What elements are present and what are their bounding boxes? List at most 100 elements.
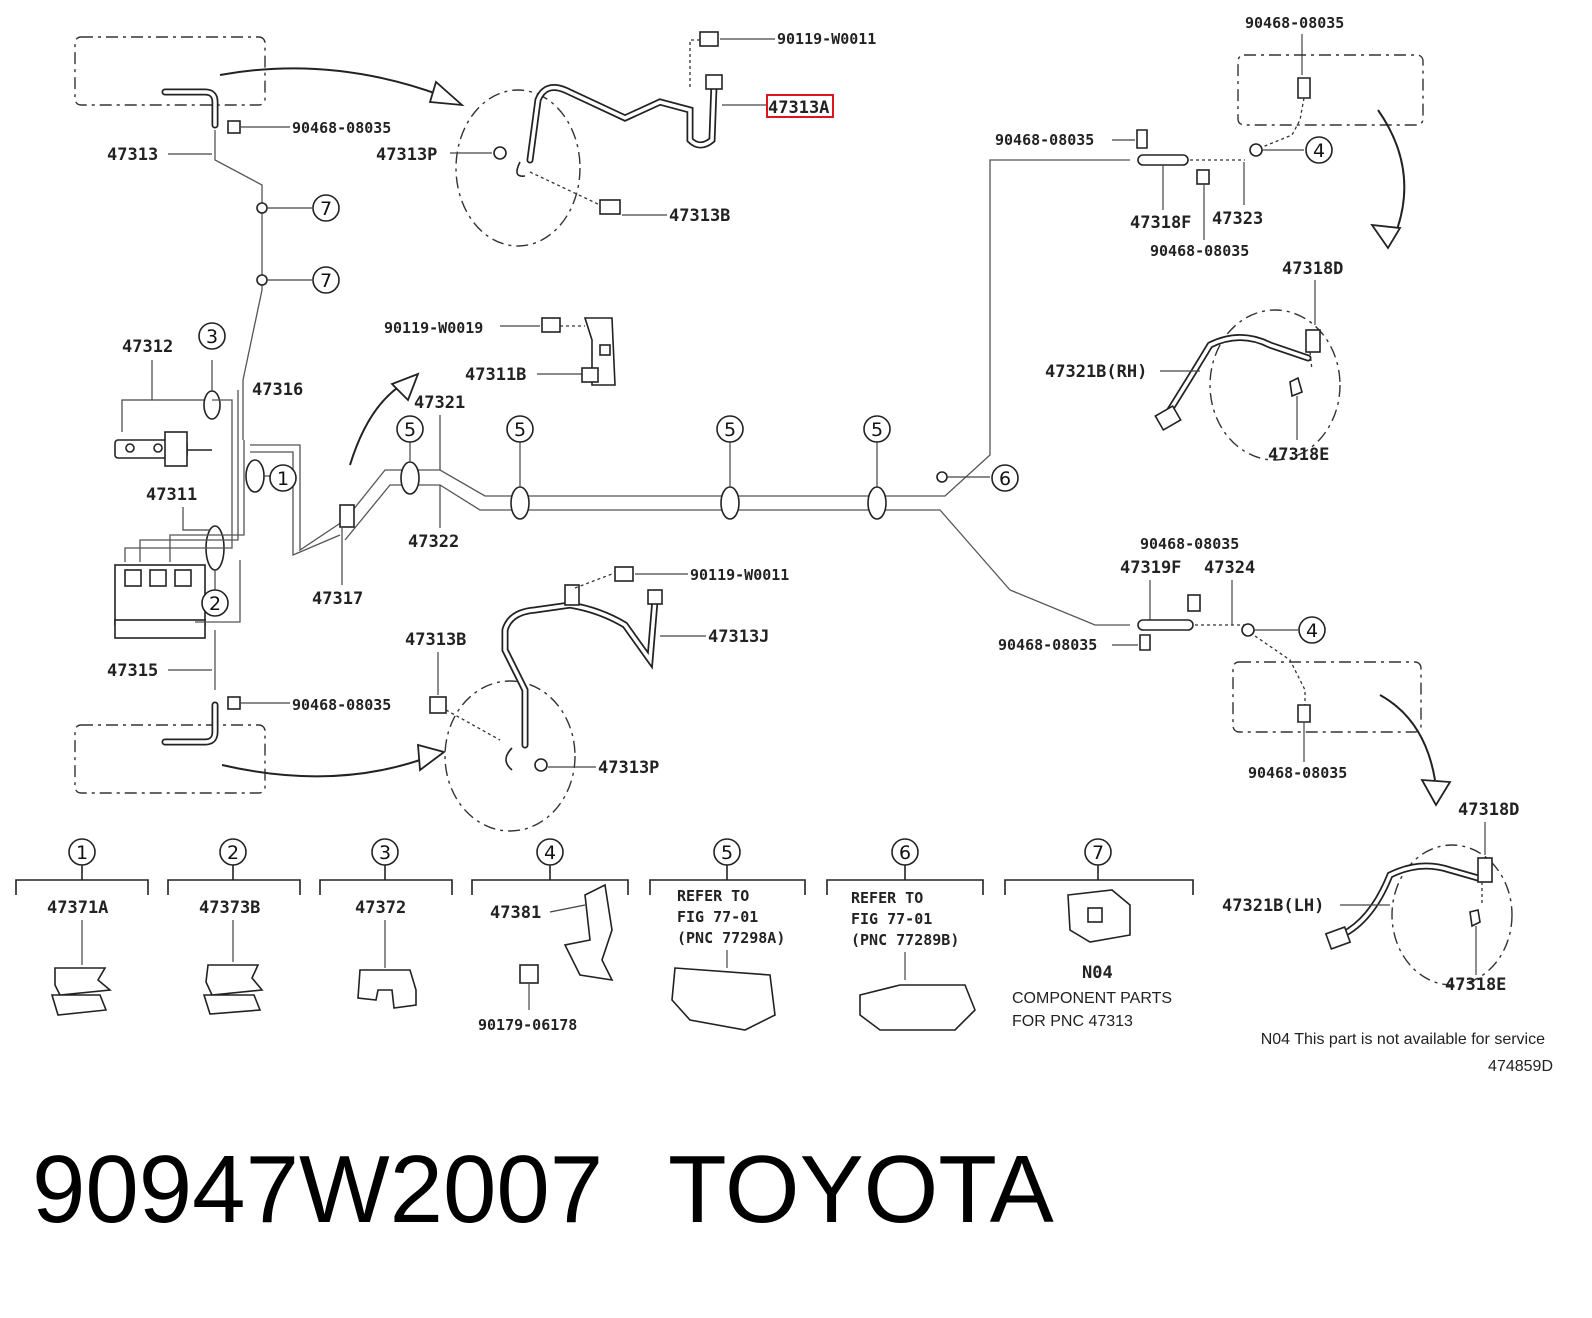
clip-icon [1139,634,1151,651]
svg-text:2: 2 [209,593,221,615]
flex-hose-47313J [501,596,659,749]
label-47318E-bot: 47318E [1445,975,1506,995]
clamp-77298A-icon [671,967,776,1031]
bolt-icon [699,31,719,47]
clamp-point [1249,143,1263,157]
label-47313A: 47313A [768,98,829,118]
bolt-icon [541,317,561,333]
label-47313P-bot: 47313P [598,758,659,778]
flex-hose-47318F [1137,154,1189,166]
label-47318F: 47318F [1130,213,1191,233]
flex-hose-47319F [1137,619,1194,631]
rear-rh-group: 90468-08035 90468-08035 47318F 47323 904… [995,14,1424,465]
clamp-point [256,202,268,214]
svg-text:3: 3 [206,326,218,348]
callout-5-d: 5 [863,415,891,443]
legend-item-7: 7 N04 COMPONENT PARTS FOR PNC 47313 [1004,838,1194,1030]
svg-text:6: 6 [999,468,1011,490]
label-47315: 47315 [107,661,158,681]
label-47317: 47317 [312,589,363,609]
label-90468-br: 90468-08035 [1248,764,1347,782]
label-90468-mr-left: 90468-08035 [998,636,1097,654]
clamp-47373B-icon [202,964,264,1015]
legend-code-N04: N04 [1082,963,1113,983]
brake-pipe-left [214,130,263,440]
highlight-box [766,94,834,118]
legend-item-4: 4 47381 90179-06178 [471,838,629,1034]
clamp-3 [203,390,221,420]
label-90119-W0019: 90119-W0019 [384,319,483,337]
brake-pipe-47316 [250,444,346,552]
callout-2: 2 [201,589,229,617]
legend-part-47371A: 47371A [47,898,108,918]
svg-text:1: 1 [277,468,289,490]
legend-bolt-90179-06178: 90179-06178 [478,1016,577,1034]
fitting-icon [705,74,723,90]
legend-ref-text: REFER TO [677,887,749,905]
svg-text:4: 4 [544,842,556,864]
legend-ref-text: REFER TO [851,889,923,907]
bolt-icon [614,566,634,582]
main-brake-line-group: 47321 47322 47317 [312,159,1130,626]
callout-4-b: 4 [1298,616,1326,644]
svg-text:5: 5 [871,419,883,441]
detail-outline [455,89,581,247]
label-47321B-LH: 47321B(LH) [1222,896,1324,916]
clip-icon [1136,129,1148,149]
clip-icon [1297,704,1311,723]
svg-text:2: 2 [227,842,239,864]
label-47318E-top: 47318E [1268,445,1329,465]
clamp-point [936,471,948,483]
label-90468-tl: 90468-08035 [292,119,391,137]
label-47319F: 47319F [1120,558,1181,578]
callout-5-b: 5 [506,415,534,443]
rear-lh-group: 90468-08035 47319F 47324 90468-08035 904… [998,535,1519,995]
footnote-text: N04 This part is not available for servi… [1261,1031,1545,1048]
clamp-77289B-icon [859,984,976,1031]
front-hose-lower-group: 90119-W0011 47313J 47313B 47313P [405,566,789,832]
label-90468-tr-left: 90468-08035 [995,131,1094,149]
clip-47381-icon [563,883,614,982]
callout-7-b: 7 [312,266,340,294]
label-47323: 47323 [1212,209,1263,229]
svg-text:5: 5 [721,842,733,864]
front-lower-wheel-group: 90468-08035 [74,696,447,794]
svg-text:1: 1 [76,842,88,864]
legend-ref-text: (PNC 77298A) [677,929,785,947]
svg-text:5: 5 [404,419,416,441]
title-part-number: 90947W2007 [32,1136,603,1243]
bolt-icon [519,964,539,984]
legend-item-6: 6 REFER TO FIG 77-01 (PNC 77289B) [826,838,984,1031]
legend-ref-text: FIG 77-01 [677,908,758,926]
label-47322: 47322 [408,532,459,552]
callout-5-a: 5 [396,415,424,443]
callout-4-a: 4 [1305,136,1333,164]
label-47321: 47321 [414,393,465,413]
label-90468-tr-top: 90468-08035 [1245,14,1344,32]
legend-item-2: 2 47373B [167,838,301,1015]
brake-pipe-47321 [344,159,1130,521]
clamp-5 [867,486,887,520]
bolt-icon [599,199,621,215]
clamp-5 [720,486,740,520]
clamp-point [256,274,268,286]
svg-text:3: 3 [379,842,391,864]
label-90468-tr-below: 90468-08035 [1150,242,1249,260]
legend-ref-text: (PNC 77289B) [851,931,959,949]
legend-item-1: 1 47371A [15,838,149,1016]
figure-code: 474859D [1488,1058,1553,1075]
label-47318D-top: 47318D [1282,259,1343,279]
label-47324: 47324 [1204,558,1255,578]
svg-text:6: 6 [899,842,911,864]
legend-desc: COMPONENT PARTS [1012,990,1172,1007]
label-47313B-top: 47313B [669,206,730,226]
master-cylinder-group: 47312 47311 47316 47315 [107,337,346,690]
callout-5-c: 5 [716,415,744,443]
clip-icon [1297,77,1311,99]
label-90468-mr-top: 90468-08035 [1140,535,1239,553]
svg-text:7: 7 [320,198,332,220]
callout-3: 3 [198,322,226,350]
label-47318D-bot: 47318D [1458,800,1519,820]
wheel-area-outline [74,36,266,106]
front-hose-upper-group: 90119-W0011 47313A 47313P 47313B [376,30,876,247]
